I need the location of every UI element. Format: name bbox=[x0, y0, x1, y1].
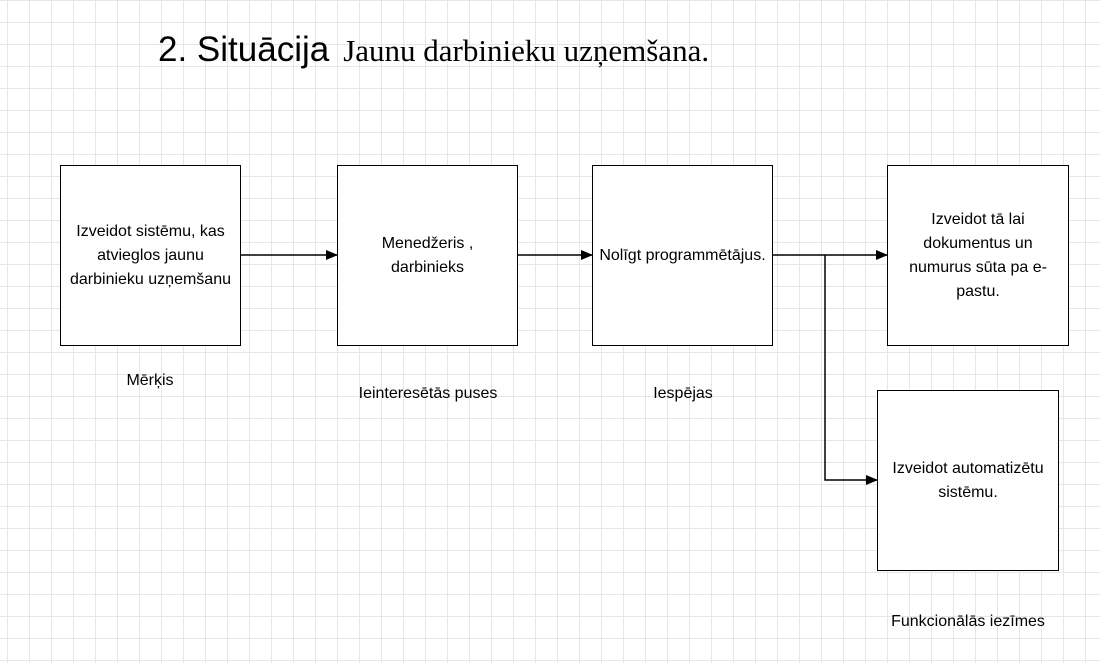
automation-feature-text: Izveidot automatizētu sistēmu. bbox=[892, 459, 1044, 501]
diagram-title: 2. Situācija Jaunu darbinieku uzņemšana. bbox=[158, 28, 709, 79]
automation-feature-box[interactable]: Izveidot automatizētu sistēmu. bbox=[877, 390, 1059, 571]
stakeholders-caption: Ieinteresētās puses bbox=[358, 385, 498, 402]
stakeholders-text: Menedžeris , darbinieks bbox=[381, 234, 474, 276]
arrow-option-to-automation-feature bbox=[824, 255, 878, 485]
stakeholders-box[interactable]: Menedžeris , darbinieks bbox=[337, 165, 518, 346]
email-feature-box[interactable]: Izveidot tā lai dokumentus un numurus sū… bbox=[887, 165, 1069, 346]
email-feature-text: Izveidot tā lai dokumentus un numurus sū… bbox=[909, 210, 1047, 300]
option-text: Nolīgt programmētājus. bbox=[599, 246, 766, 264]
title-prefix: 2. Situācija bbox=[158, 30, 330, 69]
option-caption: Iespējas bbox=[653, 385, 713, 402]
goal-box[interactable]: Izveidot sistēmu, kas atvieglos jaunu da… bbox=[60, 165, 241, 346]
goal-text: Izveidot sistēmu, kas atvieglos jaunu da… bbox=[70, 222, 231, 288]
goal-caption: Mērķis bbox=[126, 372, 174, 389]
option-box[interactable]: Nolīgt programmētājus. bbox=[592, 165, 773, 346]
features-caption: Funkcionālās iezīmes bbox=[891, 613, 1045, 630]
title-main: Jaunu darbinieku uzņemšana. bbox=[343, 33, 710, 68]
